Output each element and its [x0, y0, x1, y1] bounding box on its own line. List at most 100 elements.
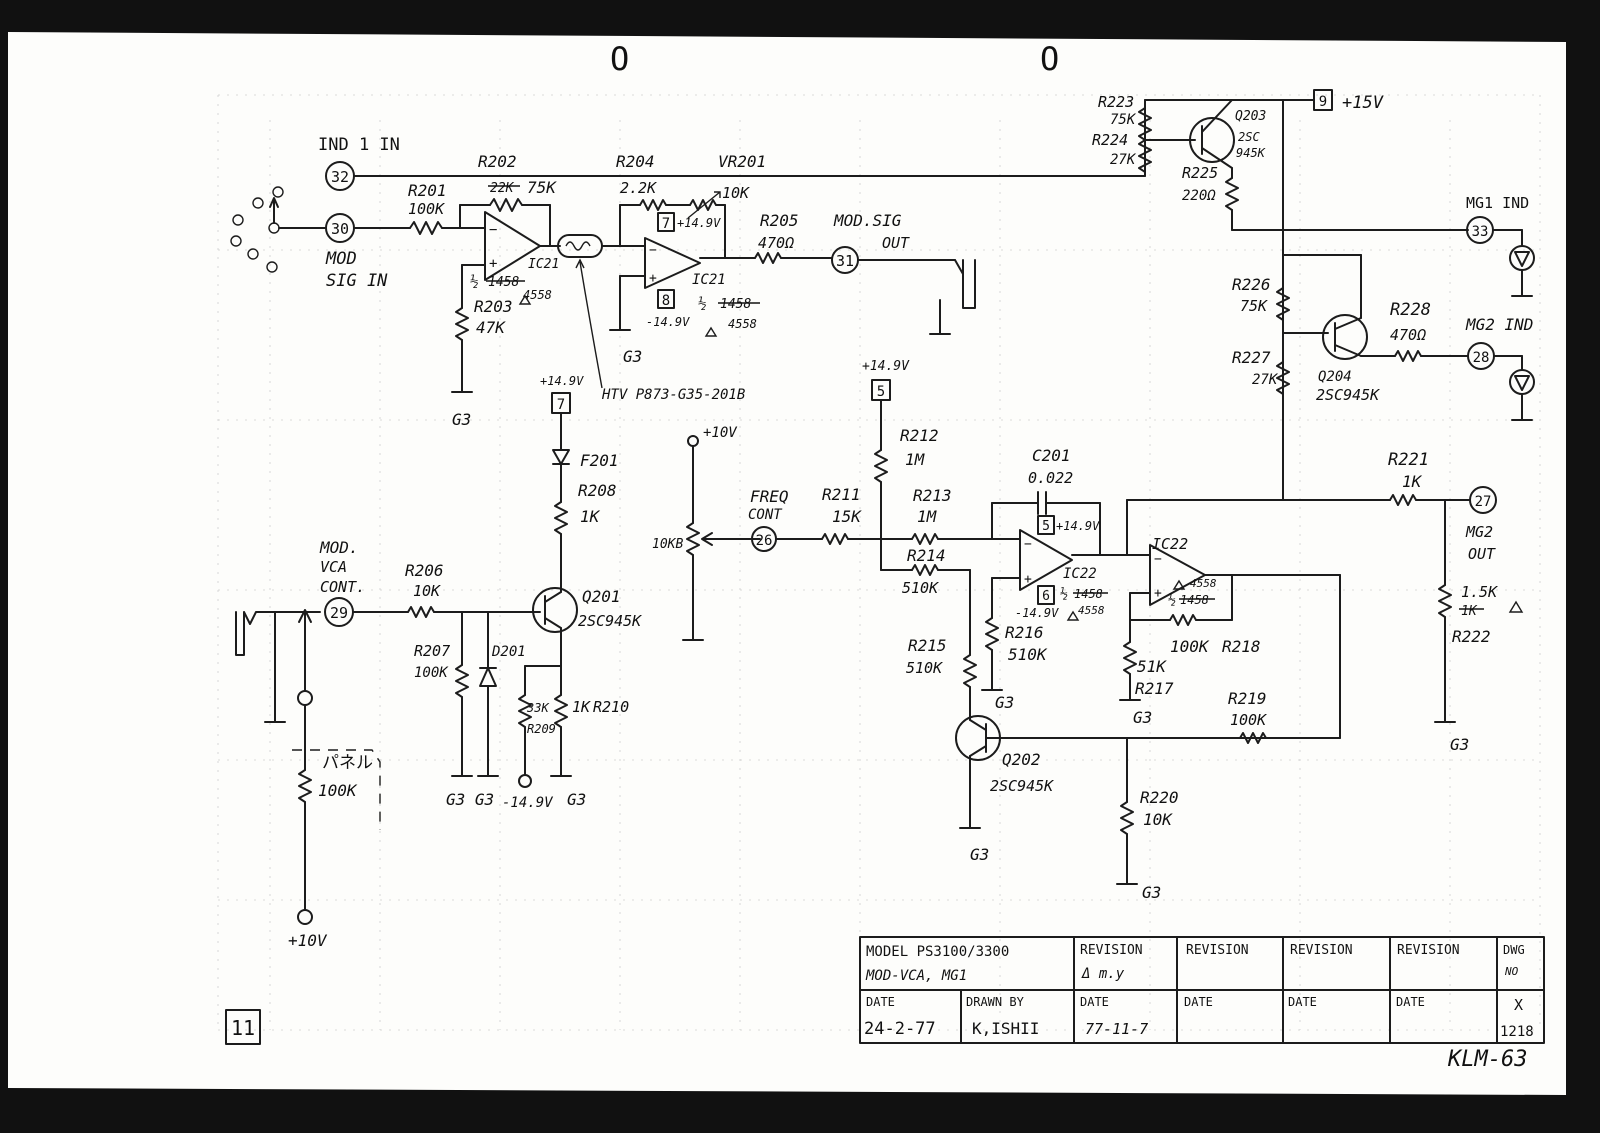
r227-label: R227	[1232, 348, 1271, 367]
r228-label: R228	[1390, 300, 1431, 320]
htv-leader-line	[579, 261, 603, 389]
ic21a-delta-icon	[518, 294, 532, 305]
ic21a-plus: +	[489, 256, 497, 272]
punch-mark-right: O	[1040, 40, 1059, 78]
r201-resistor	[409, 221, 443, 235]
box-5-ic22a	[1037, 515, 1055, 535]
mod-sig-in-label-2: SIG IN	[326, 271, 388, 291]
dwg-number: 1218	[1500, 1024, 1534, 1040]
ic21b-delta-icon	[704, 326, 718, 337]
r208-resistor	[554, 501, 568, 535]
freq-pot-value: 10KB	[652, 537, 683, 552]
ic21a-minus: −	[489, 222, 497, 238]
q203-label: Q203	[1235, 109, 1266, 124]
terminal-33-label: 33	[1472, 224, 1489, 240]
r221-resistor	[1389, 494, 1417, 506]
r217-resistor	[1123, 641, 1137, 675]
r212-plus149: +14.9V	[862, 359, 910, 374]
oscillator-section: +10V 10KB 26 FREQ CONT R211 15K 5 +14.9V…	[652, 359, 1391, 902]
r225-resistor	[1225, 177, 1239, 211]
jack-in-icon	[235, 611, 321, 656]
vr201-potentiometer	[689, 199, 717, 211]
ic21b-new: 4558	[728, 317, 757, 331]
g3-label-r222: G3	[1450, 735, 1469, 754]
q201-transistor-icon	[532, 587, 578, 633]
box-9-label: 9	[1319, 94, 1327, 110]
q202-type: 2SC945K	[990, 777, 1054, 795]
box-8-ic21b	[657, 289, 675, 309]
ic21a-half: ½	[470, 274, 478, 290]
terminal-27	[1469, 486, 1497, 514]
plus10v-label: +10V	[703, 425, 738, 441]
box-7-ic21b-label: 7	[662, 216, 670, 232]
ic21b-minus: −	[649, 243, 657, 258]
freq-cont-label-2: CONT	[748, 507, 783, 523]
r222-resistor	[1438, 584, 1452, 618]
r210-value: 1K	[572, 698, 591, 716]
g3-label-r210: G3	[567, 790, 586, 809]
freq-pot-resistor	[686, 522, 700, 556]
terminal-26-label: 26	[756, 533, 773, 549]
r216-label: R216	[1005, 623, 1044, 642]
q204-label: Q204	[1318, 369, 1352, 385]
input-section: 32 IND 1 IN 30 MOD SIG IN R201 100K − + …	[230, 135, 1146, 429]
r217-label: R217	[1135, 679, 1174, 698]
vr201-value: 10K	[722, 184, 750, 202]
g3-label-r216: G3	[995, 693, 1014, 712]
box-5-r212-label: 5	[877, 384, 885, 400]
mg1-ind-label: MG1 IND	[1466, 194, 1529, 212]
r202-value: 75K	[527, 178, 557, 197]
box-6-ic22a-label: 6	[1042, 589, 1050, 604]
r218-value: 100K	[1170, 637, 1210, 656]
panel-res-value: 100K	[318, 781, 358, 800]
r217-value: 51K	[1137, 657, 1167, 676]
r210-resistor	[554, 694, 568, 728]
ic21b-plus: +	[649, 271, 657, 286]
box-8-ic21b-label: 8	[662, 293, 670, 309]
revision-1-label: REVISION	[1080, 943, 1143, 958]
plus15v-label: +15V	[1342, 93, 1384, 113]
r216-value: 510K	[1008, 645, 1048, 664]
vca-section: 7 +14.9V F201 R208 1K Q201 2SC945K MOD. …	[235, 374, 642, 950]
r226-value: 75K	[1240, 297, 1268, 315]
r225-label: R225	[1182, 164, 1218, 182]
r215-label: R215	[908, 636, 947, 655]
r208-value: 1K	[580, 507, 601, 526]
ic22b-plus: +	[1154, 586, 1162, 601]
ic21b-half: ½	[698, 296, 706, 312]
minus149-terminal	[518, 774, 532, 788]
r223-label: R223	[1098, 93, 1134, 111]
ic21b-minus149: -14.9V	[646, 315, 690, 329]
ic22a-plus149: +14.9V	[1056, 519, 1100, 533]
r201-value: 100K	[408, 200, 445, 218]
r203-label: R203	[474, 297, 513, 316]
g3-label-a: G3	[452, 410, 471, 429]
revision-4-label: REVISION	[1397, 943, 1460, 958]
r221-value: 1K	[1402, 472, 1423, 491]
q201-label: Q201	[582, 587, 621, 606]
r227-value: 27K	[1252, 372, 1279, 388]
box-9	[1313, 89, 1333, 111]
q204-type: 2SC945K	[1316, 386, 1380, 404]
r213-value: 1M	[917, 507, 938, 526]
r206-label: R206	[405, 561, 444, 580]
mg2-out-label-2: OUT	[1468, 545, 1496, 563]
g3-label-r220: G3	[1142, 883, 1161, 902]
ic22b-label: IC22	[1152, 535, 1188, 553]
r211-value: 15K	[832, 507, 862, 526]
r205-label: R205	[760, 211, 799, 230]
r225-value: 220Ω	[1182, 188, 1216, 204]
r222-value: 1.5K	[1461, 583, 1498, 601]
vca-plus149: +14.9V	[540, 374, 584, 388]
dwg-label: DWG	[1503, 943, 1525, 957]
dwg-x: X	[1514, 996, 1523, 1014]
r211-resistor	[821, 533, 849, 545]
r204-label: R204	[616, 152, 655, 171]
box-7-vca-label: 7	[557, 397, 565, 413]
r205-resistor	[754, 252, 782, 264]
r209-resistor	[518, 694, 532, 728]
ic22a-opamp-icon	[1019, 529, 1073, 591]
revision-1-value: Δ m.y	[1081, 966, 1125, 982]
q204-transistor-icon	[1322, 314, 1368, 360]
